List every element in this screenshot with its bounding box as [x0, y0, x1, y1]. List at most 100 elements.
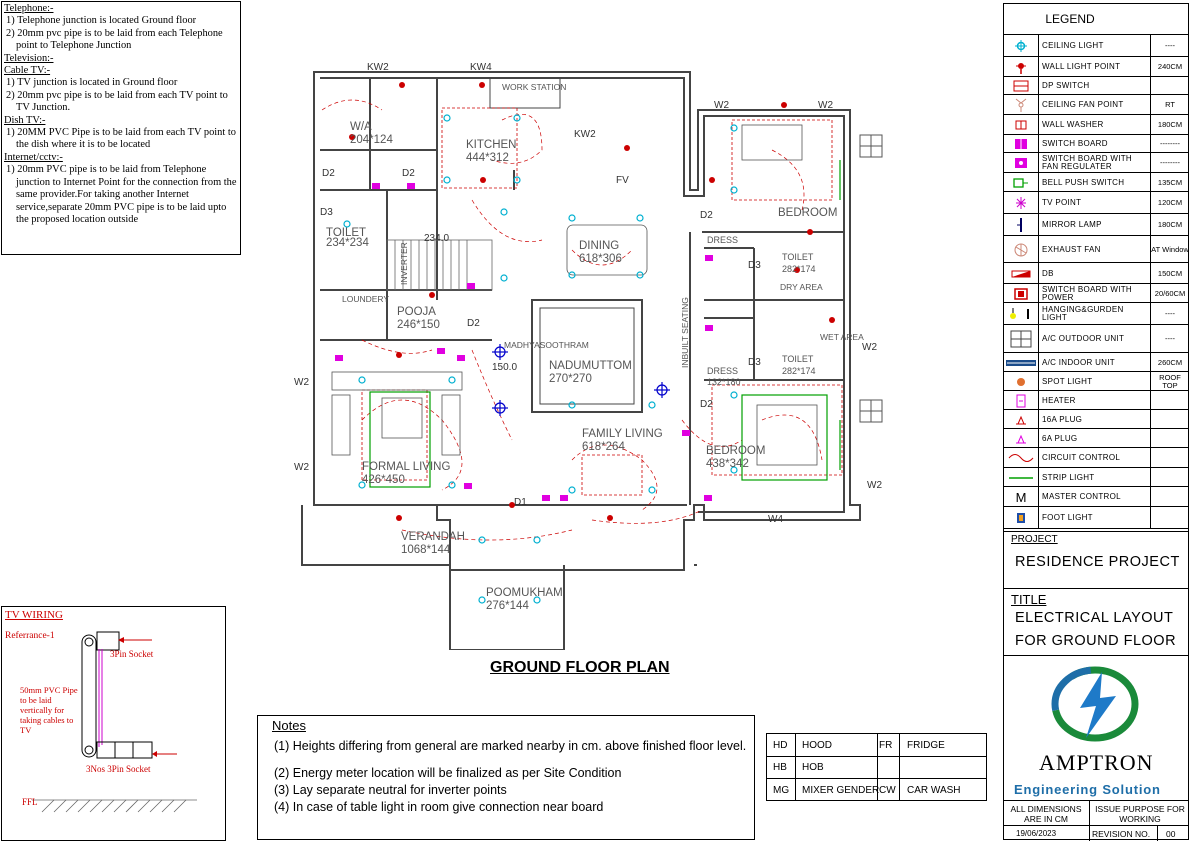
room-nadumuttom-name: NADUMUTTOM — [549, 360, 632, 372]
label-fv: FV — [616, 175, 629, 186]
label-d2-b: D2 — [402, 168, 415, 179]
room-pooja-name: POOJA — [397, 306, 436, 318]
plan-title: GROUND FLOOR PLAN — [490, 659, 670, 676]
legend-value: 180CM — [1150, 214, 1189, 236]
legend-row: DP SWITCH — [1004, 76, 1188, 95]
label-w2-e: W2 — [862, 342, 877, 353]
title-line-1: ELECTRICAL LAYOUT — [1015, 610, 1174, 626]
telephone-note-2: 2) 20mm pvc pipe is to be laid from each… — [6, 27, 223, 52]
label-d2-d: D2 — [700, 210, 713, 221]
legend-label: A/C INDOOR UNIT — [1042, 357, 1115, 367]
cable-note-1: 1) TV junction is located in Ground floo… — [6, 77, 178, 89]
legend-value: 240CM — [1150, 57, 1189, 77]
project-label: PROJECT — [1011, 534, 1058, 545]
label-work-station: WORK STATION — [502, 82, 566, 92]
legend-row: FOOT LIGHT — [1004, 506, 1188, 529]
label-inbuilt-seating: INBUILT SEATING — [680, 297, 690, 368]
label-d3-b: D3 — [748, 260, 761, 271]
legend-value: -------- — [1150, 153, 1189, 173]
room-poomukham-size: 276*144 — [486, 600, 529, 612]
legend-label: MASTER CONTROL — [1042, 492, 1121, 501]
abbr-label-mixer: MIXER GENDER — [802, 785, 880, 796]
legend-row: HANGING&GURDEN LIGHT---- — [1004, 302, 1188, 325]
label-d2-e: D2 — [700, 399, 713, 410]
legend-end-rule — [1004, 528, 1188, 530]
label-d2-c: D2 — [467, 318, 480, 329]
label-inverter: INVERTER — [399, 242, 409, 285]
legend-label: HANGING&GURDEN LIGHT — [1042, 305, 1124, 322]
room-pooja-size: 246*150 — [397, 319, 440, 331]
note-line-2: (2) Energy meter location will be finali… — [274, 766, 622, 780]
room-dress1-name: DRESS — [707, 235, 738, 245]
legend-label: DP SWITCH — [1042, 81, 1090, 90]
amptron-logo-icon — [1051, 666, 1139, 742]
note-line-3: (3) Lay separate neutral for inverter po… — [274, 783, 507, 797]
legend-value — [1150, 507, 1189, 529]
heater-icon — [1004, 391, 1039, 410]
tv-wiring-reference: Referrance-1 — [5, 631, 55, 641]
mirror-lamp-icon — [1004, 214, 1039, 236]
legend-value: 120CM — [1150, 192, 1189, 214]
abbr-label-hood: HOOD — [802, 740, 832, 751]
legend-label: CIRCUIT CONTROL — [1042, 453, 1121, 462]
legend-label: BELL PUSH SWITCH — [1042, 177, 1125, 187]
legend-label: SWITCH BOARD — [1042, 139, 1108, 148]
dimension-234: 234.0 — [424, 233, 449, 244]
telephone-heading: Telephone:- — [4, 3, 54, 14]
legend-value — [1150, 487, 1189, 507]
room-verandah-name: VERANDAH — [401, 531, 465, 543]
company-name: AMPTRON — [1039, 750, 1154, 775]
revision-number: 00 — [1166, 829, 1176, 839]
company-block: AMPTRON Engineering Solution — [1004, 655, 1188, 801]
notes-heading: Notes — [272, 718, 306, 733]
legend-value — [1150, 429, 1189, 448]
legend-label: A/C OUTDOOR UNIT — [1042, 334, 1125, 343]
label-w2-c: W2 — [294, 377, 309, 388]
cable-note-2: 2) 20mm pvc pipe is to be laid from each… — [6, 89, 228, 114]
strip-light-icon — [1004, 468, 1039, 487]
notes-box: Notes (1) Heights differing from general… — [257, 715, 755, 840]
label-laundry: LOUNDERY — [342, 294, 389, 304]
legend-row: STRIP LIGHT — [1004, 467, 1188, 487]
legend-value: ---- — [1150, 35, 1189, 57]
ceiling-fan-icon — [1004, 95, 1039, 115]
legend-label: SWITCH BOARD WITH FAN REGULATER — [1042, 154, 1132, 171]
project-name: RESIDENCE PROJECT — [1015, 554, 1180, 570]
legend-label: CEILING LIGHT — [1042, 41, 1104, 50]
internet-heading: Internet/cctv:- — [4, 151, 63, 163]
wall-washer-icon — [1004, 115, 1039, 135]
issue-date: 19/06/2023 — [1016, 829, 1057, 838]
abbr-code-cw: CW — [879, 785, 896, 796]
tv-pipe-note: 50mm PVC Pipe to be laid vertically for … — [20, 685, 78, 735]
plug-6a-icon — [1004, 429, 1039, 448]
issue-purpose: ISSUE PURPOSE FOR WORKING — [1095, 804, 1185, 824]
room-dress2-name: DRESS — [707, 366, 738, 376]
room-dining-name: DINING — [579, 240, 619, 252]
legend-value — [1150, 410, 1189, 429]
abbr-code-hd: HD — [773, 740, 788, 751]
room-verandah-size: 1068*144 — [401, 544, 451, 556]
abbr-code-fr: FR — [879, 740, 893, 751]
legend-value: RT — [1150, 95, 1189, 115]
label-kw2-top: KW2 — [367, 62, 389, 73]
db-icon — [1004, 263, 1039, 284]
legend-value: ROOF TOP — [1150, 372, 1189, 391]
legend-label: WALL LIGHT POINT — [1042, 62, 1121, 71]
room-toilet1-size: 234*234 — [326, 237, 369, 249]
master-control-icon: M — [1004, 487, 1039, 507]
legend-label: 16A PLUG — [1042, 414, 1083, 424]
label-kw2-right: KW2 — [574, 129, 596, 140]
legend-panel: LEGEND CEILING LIGHT----WALL LIGHT POINT… — [1003, 3, 1189, 841]
legend-row: SWITCH BOARD-------- — [1004, 134, 1188, 153]
label-w2-d: W2 — [294, 462, 309, 473]
room-toilet3-name: TOILET — [782, 354, 814, 364]
label-d2-a: D2 — [322, 168, 335, 179]
room-toilet1-name: TOILET — [326, 227, 366, 239]
room-wa-size: 204*124 — [350, 134, 393, 146]
